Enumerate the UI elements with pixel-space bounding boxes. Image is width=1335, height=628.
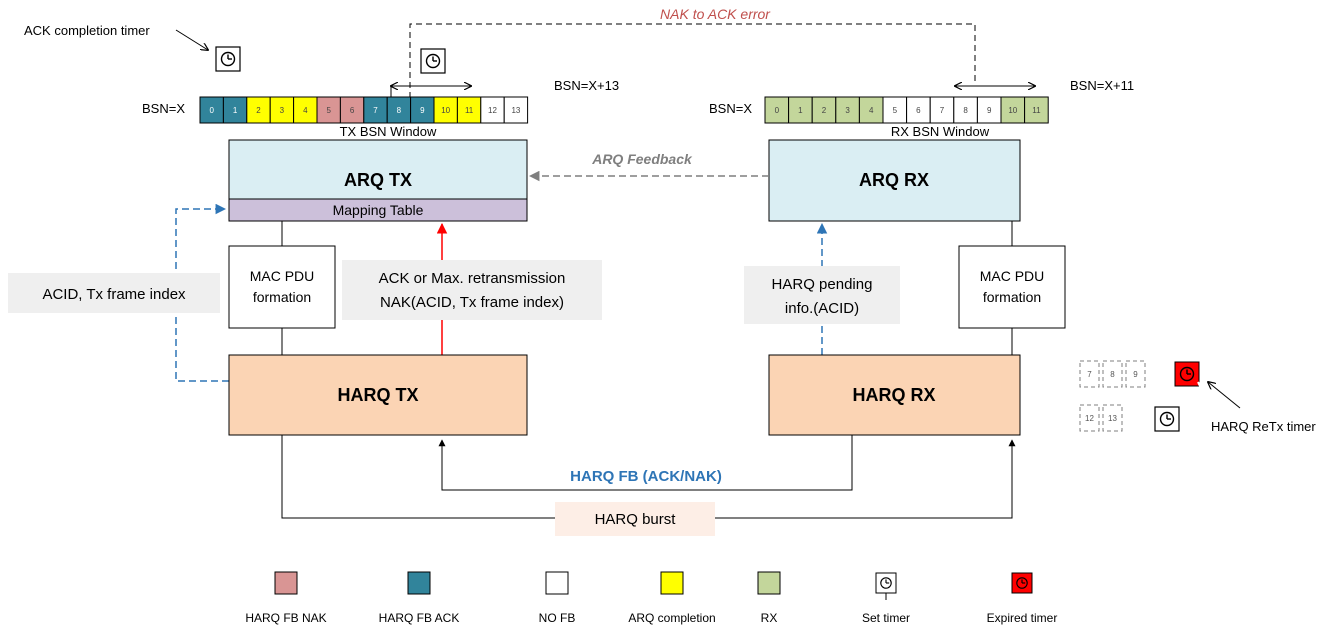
legend-label: ARQ completion [628, 611, 715, 625]
tx-bsn-window-label: TX BSN Window [340, 124, 437, 139]
tx-bsn-cell-number: 12 [488, 106, 497, 115]
harq-retx-pointer [1208, 382, 1241, 409]
rx-bsn-cell-number: 5 [893, 106, 898, 115]
tx-window-timer-icon [420, 48, 446, 74]
rx-bsn-cell-number: 9 [987, 106, 992, 115]
rx-legend-swatch [757, 571, 781, 595]
rx-bsn-cell-number: 7 [940, 106, 945, 115]
harq-buffer-cell [1079, 404, 1100, 432]
nak-to-ack-error-label: NAK to ACK error [660, 6, 771, 22]
harq-buffer-number: 9 [1133, 370, 1138, 379]
harq-retx-timer-label: HARQ ReTx timer [1211, 419, 1316, 434]
harq-rx-title: HARQ RX [852, 385, 935, 405]
mapping-table [228, 198, 528, 222]
tx-mac-pdu-line1: MAC PDU [250, 268, 315, 284]
harq-rx-box [768, 354, 1021, 436]
completion-legend-swatch [660, 571, 684, 595]
rx-mac-pdu-line1: MAC PDU [980, 268, 1045, 284]
harq-burst-label: HARQ burst [595, 511, 677, 528]
ack-nak-line2: NAK(ACID, Tx frame index) [380, 294, 564, 311]
rx-bsn-window: 0 1 2 3 4 5 6 7 8 9 10 11 [764, 96, 1049, 124]
harq-pending-line1: HARQ pending [772, 276, 873, 293]
rx-mac-pdu-box [958, 245, 1066, 329]
harq-burst-bg [555, 502, 715, 536]
harq-buffer-cell [1102, 404, 1123, 432]
harq-buffer-cell [1102, 360, 1123, 388]
tx-mac-pdu-box [228, 245, 336, 329]
rx-bsn-cell-number: 2 [822, 106, 827, 115]
tx-bsn-cell-number: 11 [465, 106, 474, 115]
tx-bsn-cell-number: 3 [280, 106, 285, 115]
harq-rx-buffers: 7 8 9 12 13 [1079, 360, 1146, 432]
harq-pending-note-bg [744, 266, 900, 324]
ack-legend-swatch [407, 571, 431, 595]
legend-label: HARQ FB NAK [245, 611, 326, 625]
ack-nak-note-bg [342, 260, 602, 320]
nak-legend-swatch [274, 571, 298, 595]
legend: HARQ FB NAK HARQ FB ACK NO FB ARQ completio… [245, 571, 1058, 625]
tx-bsn-cell-number: 1 [233, 106, 238, 115]
tx-mac-pdu-line2: formation [253, 289, 311, 305]
rx-bsn-start-label: BSN=X [709, 101, 752, 116]
nofb-legend-swatch [545, 571, 569, 595]
harq-tx-box [228, 354, 528, 436]
harq-tx-title: HARQ TX [338, 385, 419, 405]
harq-buffer-cell [1079, 360, 1100, 388]
rx-bsn-cell-number: 6 [916, 106, 921, 115]
legend-label: RX [761, 611, 778, 625]
tx-bsn-cell-number: 6 [350, 106, 355, 115]
legend-label: Expired timer [987, 611, 1058, 625]
rx-bsn-end-label: BSN=X+11 [1070, 78, 1134, 93]
harq-fb-path [438, 435, 853, 491]
rx-bsn-cell-number: 10 [1008, 106, 1017, 115]
tx-bsn-cell-number: 10 [441, 106, 450, 115]
tx-bsn-cell-number: 7 [373, 106, 378, 115]
rx-mac-pdu-line2: formation [983, 289, 1041, 305]
tx-bsn-end-label: BSN=X+13 [554, 78, 619, 93]
rx-bsn-cell-number: 4 [869, 106, 874, 115]
rx-bsn-cell-number: 3 [845, 106, 850, 115]
arq-rx-title: ARQ RX [859, 170, 929, 190]
tx-bsn-cell-number: 9 [420, 106, 425, 115]
arq-tx-title: ARQ TX [344, 170, 412, 190]
arq-rx-box [768, 139, 1021, 222]
legend-label: NO FB [539, 611, 576, 625]
nak-to-ack-error-path [409, 23, 976, 98]
acid-note-label: ACID, Tx frame index [42, 286, 186, 303]
rx-bsn-window-label: RX BSN Window [891, 124, 990, 139]
tx-bsn-start-label: BSN=X [142, 101, 185, 116]
legend-label: Set timer [862, 611, 910, 625]
ack-completion-timer-label: ACK completion timer [24, 23, 150, 38]
rx-bsn-cell-number: 0 [775, 106, 780, 115]
rx-bsn-cell-number: 8 [963, 106, 968, 115]
harq-fb-label: HARQ FB (ACK/NAK) [570, 468, 722, 485]
mapping-table-label: Mapping Table [333, 202, 424, 218]
tx-bsn-cell-number: 4 [303, 106, 308, 115]
legend-label: HARQ FB ACK [379, 611, 460, 625]
ack-timer-pointer [175, 29, 208, 50]
tx-bsn-cell-number: 13 [511, 106, 520, 115]
harq-retx-timer-expired-icon [1174, 361, 1203, 391]
tx-bsn-cell-number: 5 [326, 106, 331, 115]
harq-buffer-number: 7 [1087, 370, 1092, 379]
harq-buffer-number: 13 [1108, 414, 1117, 423]
harq-buffer-cell [1125, 360, 1146, 388]
harq-pending-line2: info.(ACID) [785, 300, 859, 317]
tx-bsn-cell-number: 2 [256, 106, 261, 115]
tx-bsn-cell-number: 8 [397, 106, 402, 115]
acid-note-bg [8, 273, 220, 313]
harq-set-timer-icon [1154, 406, 1180, 432]
rx-bsn-cell-number: 11 [1032, 106, 1041, 115]
harq-buffer-number: 12 [1085, 414, 1094, 423]
ack-nak-line1: ACK or Max. retransmission [379, 270, 566, 287]
tx-bsn-cell-number: 0 [209, 106, 214, 115]
ack-completion-timer-icon [215, 46, 241, 72]
tx-bsn-cell [503, 96, 529, 124]
harq-buffer-number: 8 [1110, 370, 1115, 379]
rx-bsn-cell-number: 1 [798, 106, 803, 115]
rx-bsn-cell [1024, 96, 1049, 124]
arq-feedback-label: ARQ Feedback [591, 151, 693, 167]
